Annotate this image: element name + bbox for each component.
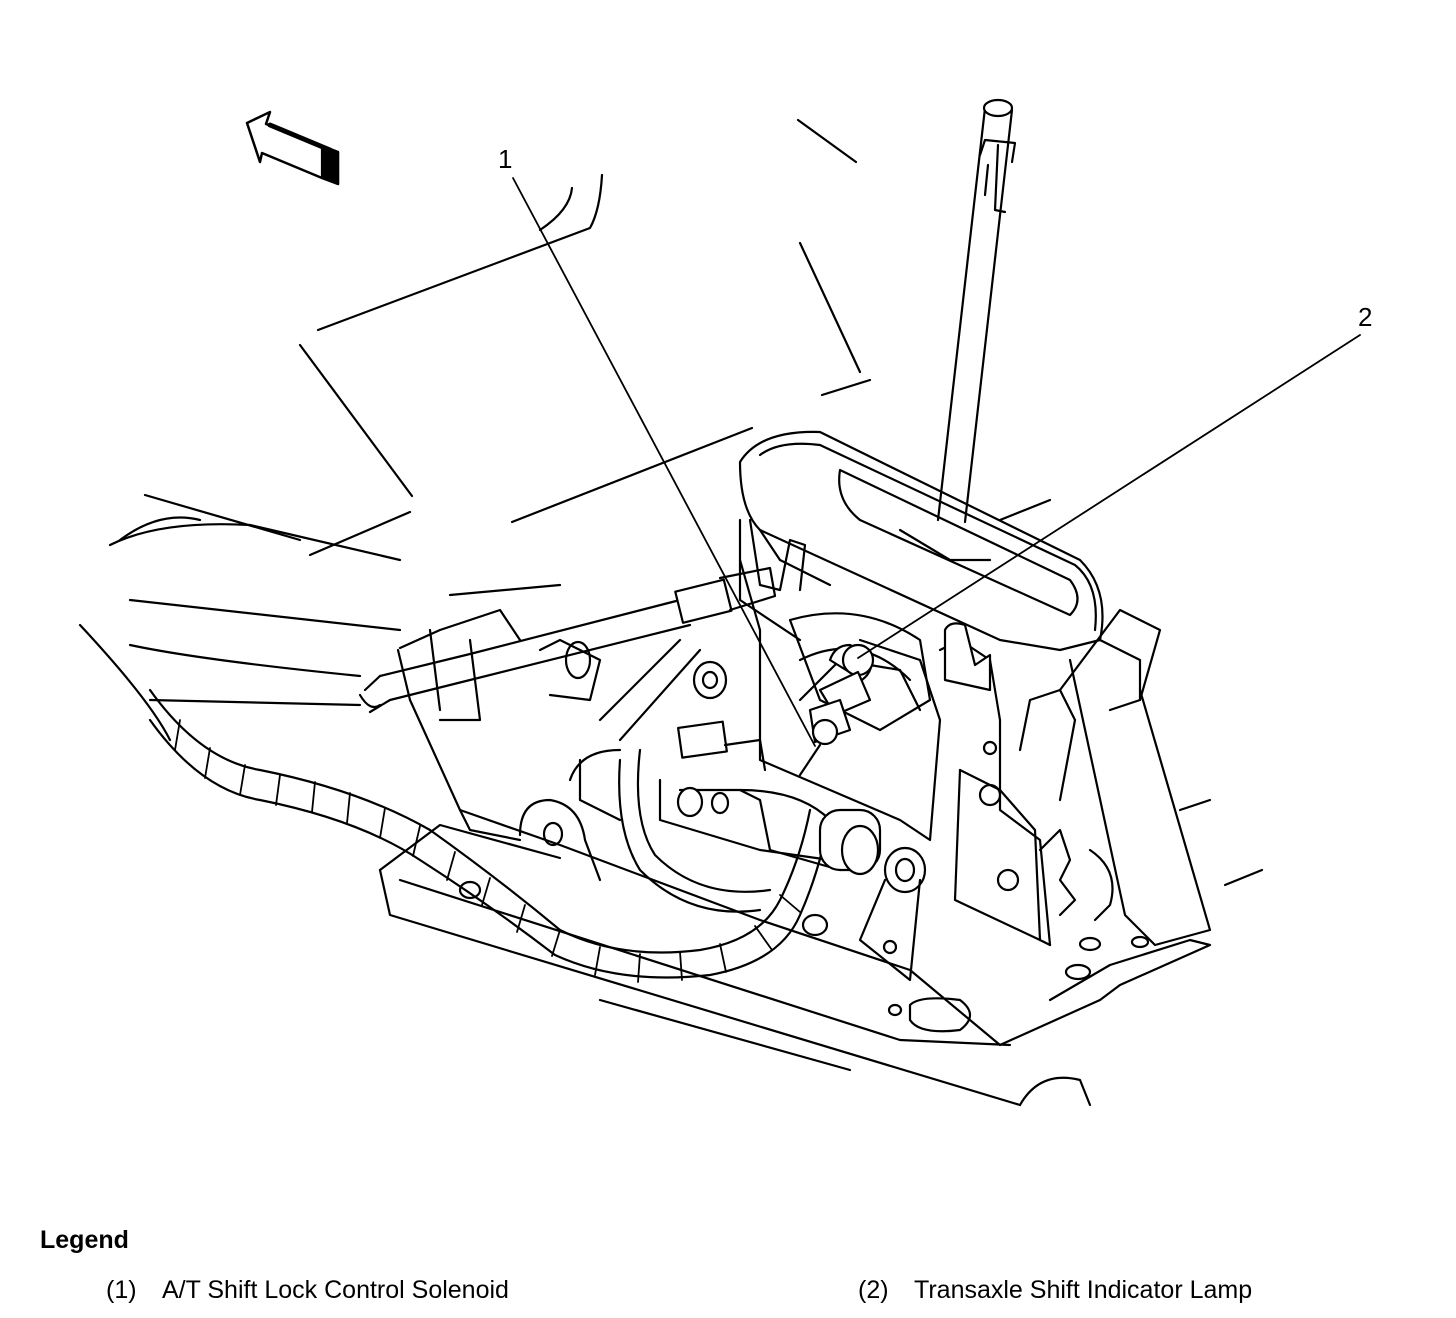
forward-direction-arrow-icon [245, 110, 340, 186]
shift-indicator-lamp [798, 643, 875, 777]
legend-item-number: (1) [106, 1276, 137, 1304]
legend-item-2: (2) Transaxle Shift Indicator Lamp [858, 1276, 1252, 1305]
console-outline [78, 118, 1264, 887]
legend-item-text: Transaxle Shift Indicator Lamp [914, 1276, 1253, 1304]
legend: Legend (1) A/T Shift Lock Control Solenoi… [40, 1222, 1440, 1312]
right-side-bracket [748, 498, 1212, 947]
shift-lever-shaft [936, 98, 1017, 524]
shift-lock-solenoid [658, 720, 927, 982]
wiring-harness [148, 688, 832, 983]
legend-title: Legend [40, 1226, 129, 1254]
callout-2: 2 [1358, 302, 1373, 332]
mounting-ear [458, 798, 903, 1017]
callout-1: 1 [498, 144, 513, 174]
shifter-base-plate [378, 808, 1212, 1107]
callout-leader-lines [512, 177, 1361, 747]
shifter-housing [738, 430, 1104, 652]
shifter-gate-plate [538, 558, 942, 842]
shifter-assembly-diagram [78, 98, 1361, 1107]
legend-item-1: (1) A/T Shift Lock Control Solenoid [106, 1276, 509, 1305]
legend-item-number: (2) [858, 1276, 889, 1304]
legend-item-text: A/T Shift Lock Control Solenoid [162, 1276, 509, 1304]
